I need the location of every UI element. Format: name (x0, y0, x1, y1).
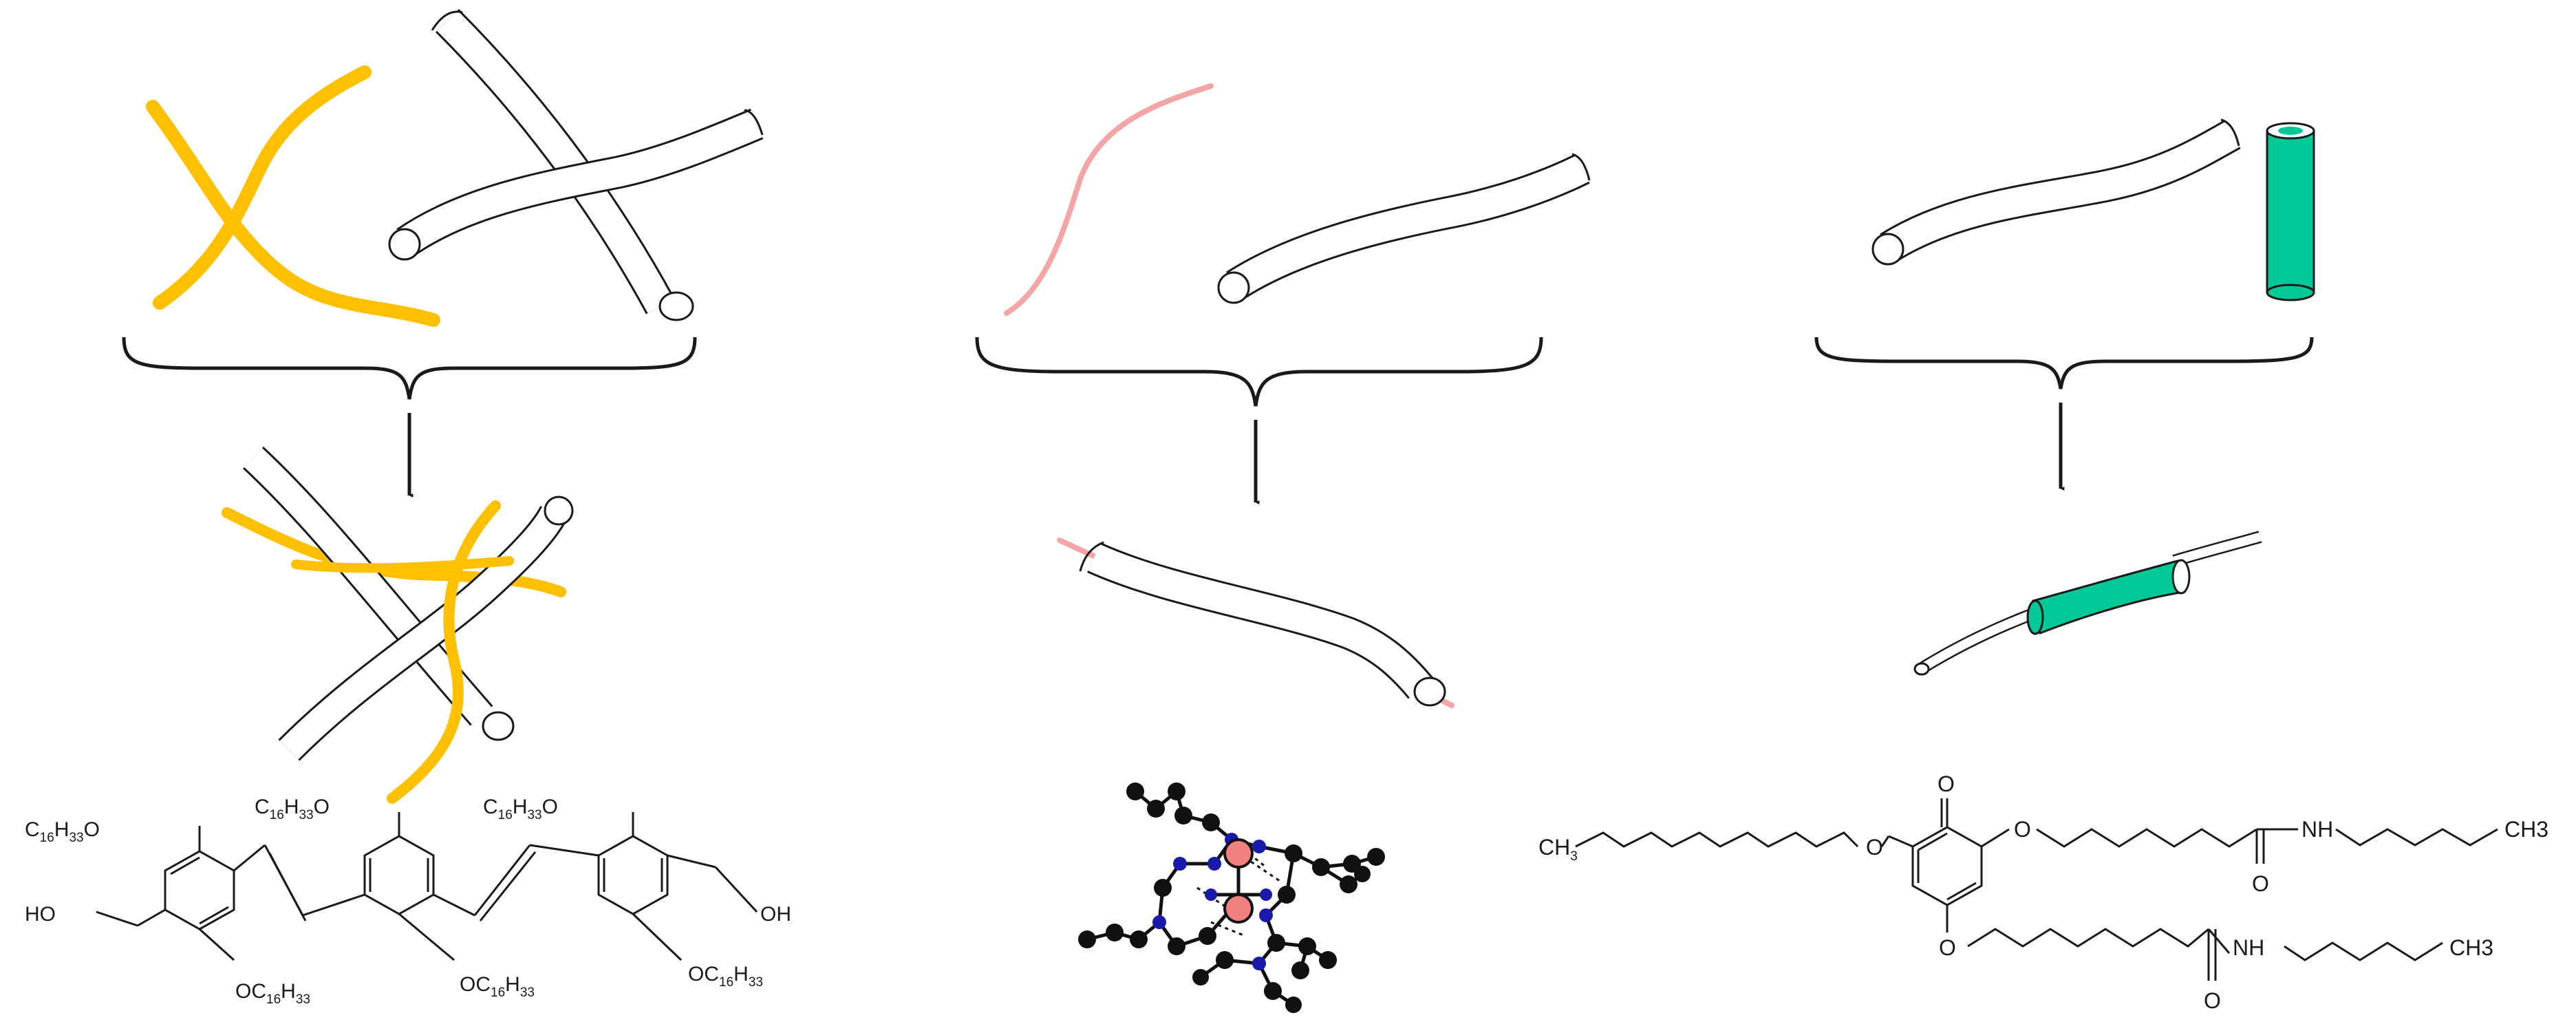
label-oh: OH (760, 903, 791, 926)
pink-polymer-chain (1004, 83, 1214, 316)
brace-middle (975, 337, 1543, 407)
label-oc16h33-1: OC16H33 (235, 980, 310, 1007)
amide-molecule (1575, 798, 2498, 981)
brace-right (1814, 337, 2314, 390)
composite-nanotube-right (1913, 531, 2262, 676)
label-ch3-top: CH3 (2504, 817, 2548, 842)
metal-complex (1078, 782, 1385, 1013)
composite-nanotube-2 (278, 496, 574, 761)
label-c16h33o-1: C16H33O (25, 818, 100, 845)
composite-yellow-fiber-1 (222, 507, 566, 597)
yellow-polymer-fiber-1 (146, 100, 440, 327)
label-nh-bottom: NH (2233, 935, 2264, 960)
label-ho: HO (25, 903, 56, 926)
panel-right: CH3 O O O O O O NH NH CH3 CH3 (1538, 118, 2548, 1013)
panel-middle (975, 83, 1591, 1013)
opv-molecule (96, 812, 758, 961)
yellow-polymer-fiber-2 (153, 65, 372, 310)
label-ester-carbonyl-o: O (1938, 771, 1955, 796)
label-ester-o: O (1866, 835, 1883, 860)
nanotube-middle-filled (1079, 541, 1446, 707)
composite-yellow-fiber-3 (291, 556, 514, 573)
label-oc16h33-3: OC16H33 (688, 963, 763, 990)
brace-left (122, 337, 697, 400)
label-ch3-left: CH3 (1538, 835, 1578, 864)
nanotube-left-1 (431, 9, 694, 321)
composite-green-wrap (2026, 559, 2191, 635)
amide-labels: CH3 O O O O O O NH NH CH3 CH3 (1538, 771, 2548, 1013)
composite-yellow-fiber-2 (387, 500, 501, 804)
nanotube-right (1871, 118, 2241, 266)
nanotube-left-2 (388, 108, 764, 261)
label-ether-o-bottom: O (1939, 935, 1956, 960)
label-ether-o-top: O (2014, 817, 2031, 842)
panel-left: C16H33O C16H33O C16H33O HO OH OC16H33 OC… (25, 9, 791, 1007)
opv-labels: C16H33O C16H33O C16H33O HO OH OC16H33 OC… (25, 796, 791, 1007)
label-c16h33o-2: C16H33O (255, 796, 330, 822)
green-tube-standalone (2266, 122, 2315, 301)
label-amide-o-bottom: O (2204, 988, 2221, 1013)
nanotube-middle (1217, 153, 1591, 304)
label-ch3-bottom: CH3 (2449, 935, 2493, 960)
label-amide-o-top: O (2252, 871, 2269, 896)
label-c16h33o-3: C16H33O (483, 796, 558, 822)
label-nh-top: NH (2301, 817, 2333, 842)
label-oc16h33-2: OC16H33 (460, 973, 535, 1000)
